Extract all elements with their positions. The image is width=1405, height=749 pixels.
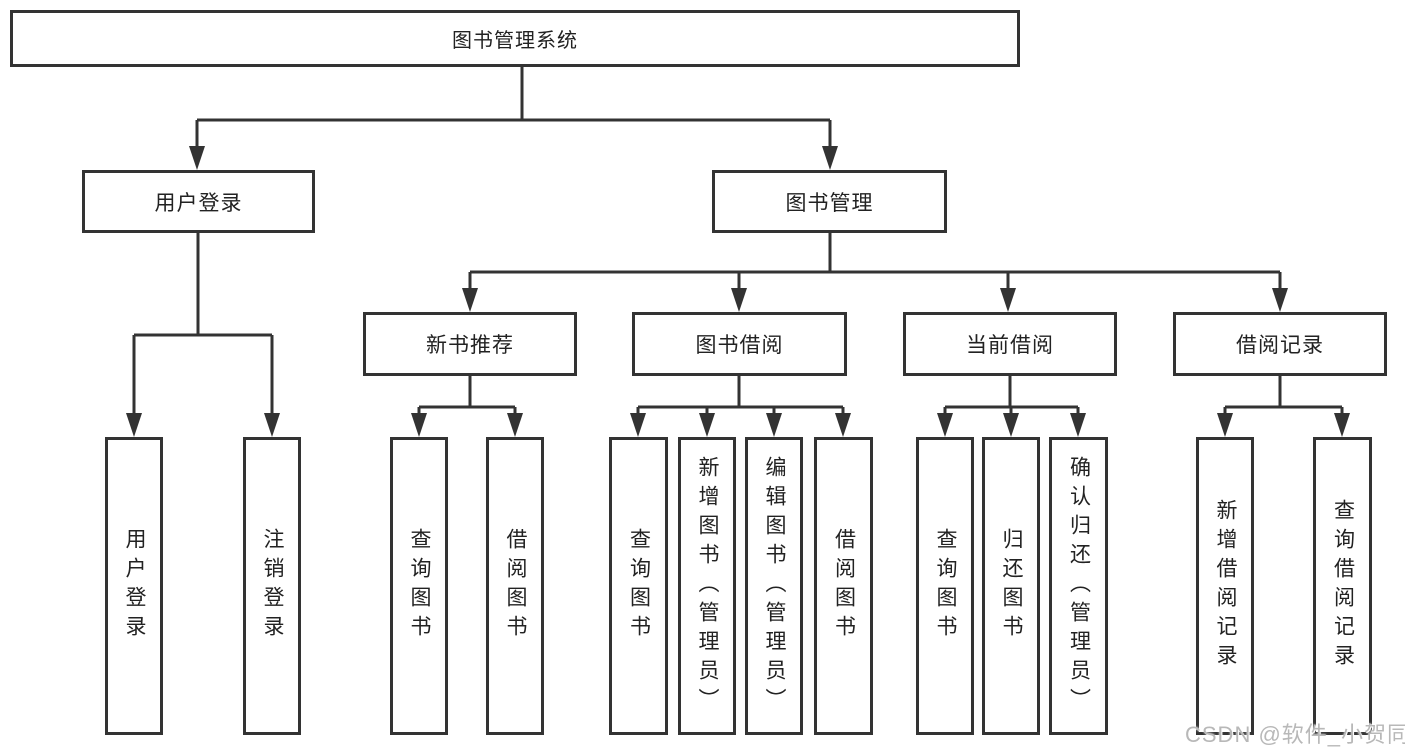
- leaf-borrow-books-label: 借阅图书: [832, 528, 856, 644]
- node-borrow-records: 借阅记录: [1173, 312, 1387, 376]
- leaf-edit-books-admin-label: 编辑图书（管理员）: [763, 455, 786, 717]
- leaf-query-books-borrow: 查询图书: [609, 437, 668, 735]
- node-current-borrow-label: 当前借阅: [966, 334, 1054, 357]
- node-user-login-label: 用户登录: [154, 191, 243, 215]
- leaf-add-borrow-record-label: 新增借阅记录: [1214, 499, 1237, 673]
- leaf-query-books-current-label: 查询图书: [934, 528, 957, 644]
- leaf-query-books-recommend: 查询图书: [390, 437, 448, 735]
- node-new-book-recommend-label: 新书推荐: [426, 334, 514, 357]
- leaf-confirm-return-admin: 确认归还（管理员）: [1049, 437, 1108, 735]
- leaf-return-books: 归还图书: [982, 437, 1040, 735]
- leaf-borrow-books: 借阅图书: [814, 437, 873, 735]
- leaf-query-books-recommend-label: 查询图书: [408, 528, 431, 644]
- arrowheads: [126, 146, 1350, 437]
- leaf-user-login-label: 用户登录: [123, 528, 146, 644]
- leaf-user-login: 用户登录: [105, 437, 163, 735]
- leaf-query-borrow-record-label: 查询借阅记录: [1331, 499, 1355, 673]
- node-root-label: 图书管理系统: [452, 30, 578, 52]
- leaf-confirm-return-admin-label: 确认归还（管理员）: [1067, 455, 1091, 717]
- node-book-management-label: 图书管理: [785, 191, 874, 215]
- leaf-add-borrow-record: 新增借阅记录: [1196, 437, 1254, 735]
- leaf-edit-books-admin: 编辑图书（管理员）: [745, 437, 803, 735]
- node-book-borrow: 图书借阅: [632, 312, 847, 376]
- node-book-management: 图书管理: [712, 170, 947, 233]
- leaf-query-books-borrow-label: 查询图书: [627, 528, 651, 644]
- node-user-login: 用户登录: [82, 170, 315, 233]
- watermark: CSDN @软件_小贺同学: [1185, 722, 1405, 747]
- node-book-borrow-label: 图书借阅: [695, 334, 784, 357]
- leaf-logout: 注销登录: [243, 437, 301, 735]
- leaf-logout-label: 注销登录: [261, 528, 284, 644]
- leaf-query-borrow-record: 查询借阅记录: [1313, 437, 1372, 735]
- node-borrow-records-label: 借阅记录: [1236, 334, 1324, 357]
- leaf-return-books-label: 归还图书: [1000, 528, 1023, 644]
- leaf-borrow-books-recommend: 借阅图书: [486, 437, 544, 735]
- leaf-borrow-books-recommend-label: 借阅图书: [504, 528, 527, 644]
- node-root: 图书管理系统: [10, 10, 1020, 67]
- leaf-query-books-current: 查询图书: [916, 437, 974, 735]
- node-new-book-recommend: 新书推荐: [363, 312, 577, 376]
- leaf-add-books-admin: 新增图书（管理员）: [678, 437, 736, 735]
- leaf-add-books-admin-label: 新增图书（管理员）: [696, 455, 719, 717]
- node-current-borrow: 当前借阅: [903, 312, 1117, 376]
